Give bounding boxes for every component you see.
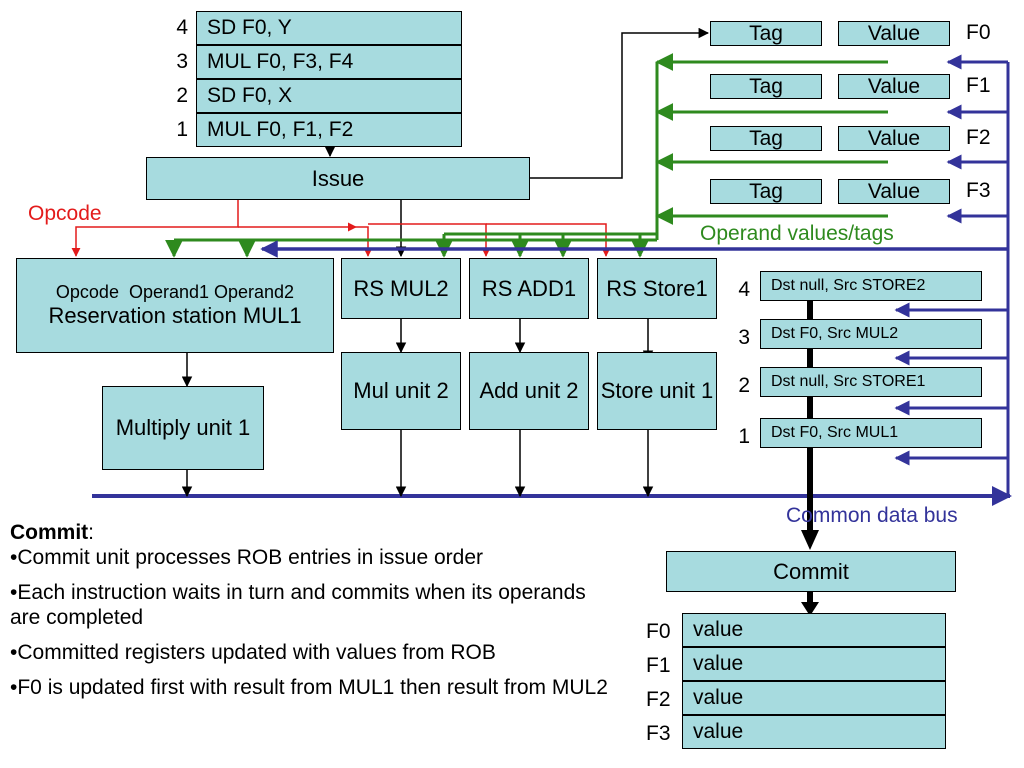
queue-entry: SD F0, X bbox=[196, 79, 462, 113]
rs-mul1-fields: Opcode Operand1 Operand2 bbox=[55, 282, 295, 302]
creg-value: value bbox=[682, 613, 946, 647]
reg-value: Value bbox=[838, 21, 950, 46]
commit-unit: Commit bbox=[666, 551, 956, 592]
queue-entry: MUL F0, F3, F4 bbox=[196, 45, 462, 79]
commit-notes: Commit: •Commit unit processes ROB entri… bbox=[10, 520, 620, 710]
opcode-wiring bbox=[71, 200, 611, 257]
mul-unit-2: Mul unit 2 bbox=[341, 352, 461, 430]
creg-name: F1 bbox=[646, 654, 671, 677]
notes-bullet: •F0 is updated first with result from MU… bbox=[10, 676, 608, 699]
issue-to-regfile-arrow bbox=[530, 27, 710, 179]
rob-num: 3 bbox=[738, 326, 750, 349]
reg-tag: Tag bbox=[710, 179, 822, 204]
reg-value: Value bbox=[838, 74, 950, 99]
reg-name: F0 bbox=[966, 21, 991, 44]
commit-to-regfile-head bbox=[801, 602, 819, 616]
rob-entry: Dst null, Src STORE2 bbox=[760, 271, 982, 301]
rob-entry: Dst null, Src STORE1 bbox=[760, 367, 982, 397]
creg-value: value bbox=[682, 681, 946, 715]
rob-entry: Dst F0, Src MUL2 bbox=[760, 319, 982, 349]
reg-value: Value bbox=[838, 126, 950, 151]
creg-value: value bbox=[682, 647, 946, 681]
multiply-unit-1: Multiply unit 1 bbox=[102, 386, 264, 470]
reg-name: F2 bbox=[966, 126, 991, 149]
notes-title: Commit bbox=[10, 521, 89, 544]
rob-num: 1 bbox=[738, 425, 750, 448]
rob-num: 4 bbox=[738, 278, 750, 301]
operand-wiring bbox=[165, 53, 888, 258]
creg-value: value bbox=[682, 715, 946, 749]
opcode-label: Opcode bbox=[28, 202, 102, 225]
cdb-label: Common data bus bbox=[786, 504, 958, 527]
reg-name: F3 bbox=[966, 179, 991, 202]
rs-store1: RS Store1 bbox=[597, 258, 717, 319]
rs-mul2: RS MUL2 bbox=[341, 258, 461, 319]
operand-label: Operand values/tags bbox=[700, 222, 894, 245]
queue-num: 4 bbox=[176, 16, 188, 39]
notes-bullet: •Commit unit processes ROB entries in is… bbox=[10, 546, 484, 569]
rob-entry: Dst F0, Src MUL1 bbox=[760, 418, 982, 448]
queue-num: 3 bbox=[176, 50, 188, 73]
notes-bullet: •Committed registers updated with values… bbox=[10, 641, 496, 664]
queue-entry: SD F0, Y bbox=[196, 11, 462, 45]
reg-tag: Tag bbox=[710, 74, 822, 99]
queue-num: 2 bbox=[176, 84, 188, 107]
queue-entry: MUL F0, F1, F2 bbox=[196, 113, 462, 147]
creg-name: F3 bbox=[646, 722, 671, 745]
notes-bullet: •Each instruction waits in turn and comm… bbox=[10, 581, 586, 629]
rob-num: 2 bbox=[738, 374, 750, 397]
reg-tag: Tag bbox=[710, 126, 822, 151]
store-unit-1: Store unit 1 bbox=[597, 352, 717, 430]
reg-name: F1 bbox=[966, 74, 991, 97]
rs-add1: RS ADD1 bbox=[469, 258, 589, 319]
creg-name: F2 bbox=[646, 688, 671, 711]
rs-mul1-name: Reservation station MUL1 bbox=[48, 303, 302, 328]
rs-mul1: Opcode Operand1 Operand2 Reservation sta… bbox=[16, 258, 334, 353]
rob-to-commit-head bbox=[801, 530, 819, 550]
reg-value: Value bbox=[838, 179, 950, 204]
queue-num: 1 bbox=[176, 118, 188, 141]
issue-unit: Issue bbox=[146, 157, 530, 200]
add-unit-2: Add unit 2 bbox=[469, 352, 589, 430]
datapath-arrows bbox=[181, 319, 654, 498]
creg-name: F0 bbox=[646, 620, 671, 643]
common-data-bus bbox=[92, 54, 1012, 506]
reg-tag: Tag bbox=[710, 21, 822, 46]
